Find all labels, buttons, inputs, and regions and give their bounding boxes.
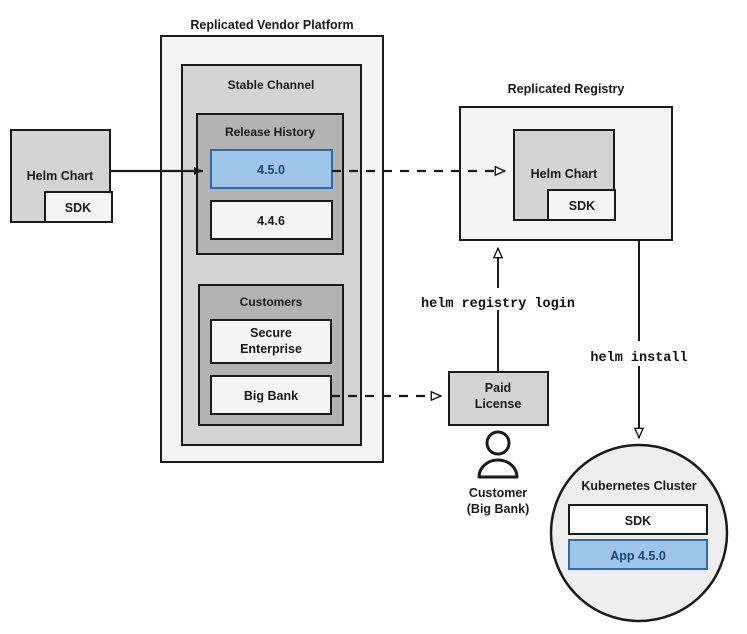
edge-label-helm-install: helm install [590,351,687,366]
stable-channel-title: Stable Channel [228,78,315,92]
registry-helm-chart-sdk-box[interactable] [547,189,616,221]
source-helm-chart-sdk-box[interactable] [44,191,113,223]
cluster-item-sdk[interactable] [568,504,708,535]
customer-actor-line2: (Big Bank) [467,502,530,516]
release-history-title: Release History [225,125,315,139]
release-item-4-5-0[interactable] [210,149,333,189]
release-item-4-5-0-label: 4.5.0 [257,163,285,177]
registry-helm-chart-sdk-label: SDK [569,199,595,213]
cluster-item-sdk-label: SDK [625,514,651,528]
customer-secure-enterprise-line2: Enterprise [240,342,302,356]
paid-license-line2: License [475,397,522,411]
source-helm-chart-label: Helm Chart [27,169,95,183]
customer-actor-line1: Customer [469,486,527,500]
vendor-platform-title: Replicated Vendor Platform [190,18,353,32]
edge-label-helm-registry-login: helm registry login [421,297,575,312]
registry-helm-chart-label: Helm Chart [531,167,599,181]
customers-title: Customers [240,295,303,309]
release-item-4-4-6-label: 4.4.6 [257,214,285,228]
paid-license-line1: Paid [485,381,511,395]
customer-big-bank-label: Big Bank [244,389,298,403]
cluster-item-app[interactable] [568,539,708,570]
person-icon [477,430,519,479]
release-item-4-4-6[interactable] [210,200,333,240]
replicated-registry-title: Replicated Registry [508,82,625,96]
cluster-item-app-label: App 4.5.0 [610,549,666,563]
kubernetes-cluster-title: Kubernetes Cluster [581,479,696,493]
customer-secure-enterprise-line1: Secure [250,326,292,340]
customer-secure-enterprise[interactable] [210,319,332,364]
customer-big-bank[interactable] [210,375,332,415]
source-helm-chart-sdk-label: SDK [65,201,91,215]
